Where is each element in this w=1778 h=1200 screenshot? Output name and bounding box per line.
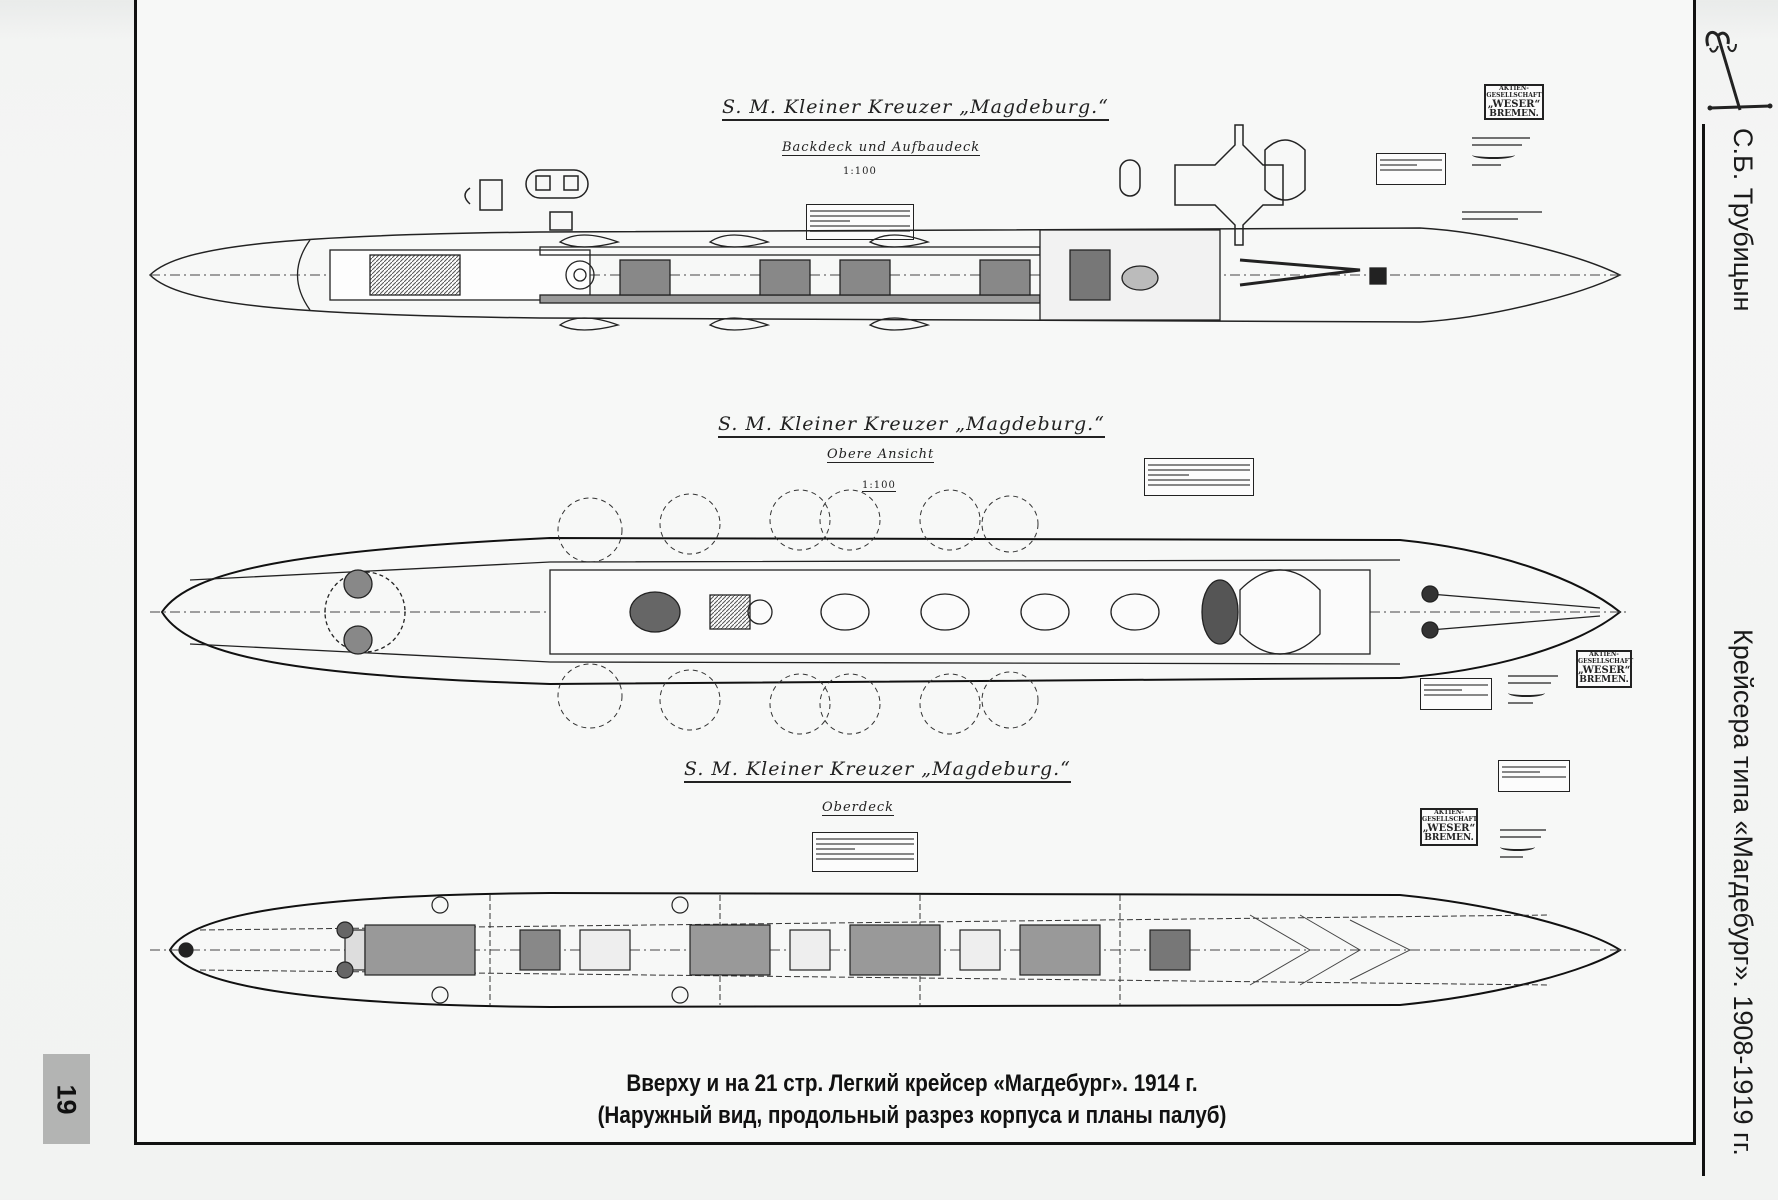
stamp-line: AKTIEN-GESELLSCHAFT [1422, 809, 1478, 823]
caption-line-1: Вверху и на 21 стр. Легкий крейсер «Магд… [626, 1070, 1198, 1097]
running-header-author: С.Б. Трубицын [1728, 128, 1758, 312]
drawing-3-subtitle: Oberdeck [822, 800, 895, 816]
shipyard-stamp: AKTIEN-GESELLSCHAFT „WESER“ BREMEN. [1576, 650, 1634, 688]
drawing-1-scale: 1:100 [843, 166, 877, 177]
boats [558, 234, 931, 331]
backdeck-plan-drawing [148, 124, 1622, 331]
drawing-3-title: S. M. Kleiner Kreuzer „Magdeburg.“ [684, 758, 1071, 783]
drawing-1-subtitle: Backdeck und Aufbaudeck [782, 140, 981, 156]
drawing-1-title: S. M. Kleiner Kreuzer „Magdeburg.“ [722, 96, 1109, 121]
caption-line-2: (Наружный вид, продольный разрез корпуса… [597, 1102, 1227, 1129]
stamp-line: BREMEN. [1579, 675, 1629, 686]
shipyard-stamp: AKTIEN-GESELLSCHAFT „WESER“ BREMEN. [1484, 84, 1544, 120]
stamp-line: AKTIEN-GESELLSCHAFT [1486, 85, 1542, 99]
stamp-line: „WESER“ [1422, 823, 1476, 835]
stamp-line: „WESER“ [1578, 665, 1631, 677]
drawing-2-scale: 1:100 [862, 480, 896, 492]
drawing-2-title: S. M. Kleiner Kreuzer „Magdeburg.“ [718, 413, 1105, 438]
signature-block [1472, 132, 1544, 171]
page-number: 19 [51, 1083, 82, 1115]
oberdeck-plan-drawing [150, 891, 1630, 1009]
boat-davit-arcs [557, 489, 1039, 735]
margin-rule [1702, 124, 1705, 1176]
approval-note [812, 832, 918, 872]
stamp-line: AKTIEN-GESELLSCHAFT [1578, 651, 1634, 665]
approval-stamp [1498, 760, 1570, 792]
stamp-line: BREMEN. [1424, 833, 1474, 844]
detail-sketch [464, 124, 1306, 246]
stamp-line: BREMEN. [1489, 109, 1539, 120]
signature-block [1508, 670, 1570, 709]
running-header-title: Крейсера типа «Магдебург». 1908-1919 гг. [1728, 629, 1758, 1156]
signature-block [1500, 824, 1558, 863]
top-view-drawing [150, 489, 1630, 735]
approval-note [1144, 458, 1254, 496]
approval-stamp [1420, 678, 1492, 710]
signature-block [1462, 206, 1542, 225]
approval-stamp [1376, 153, 1446, 185]
stamp-line: „WESER“ [1487, 99, 1541, 111]
anchor-icon [1705, 30, 1773, 111]
shipyard-stamp: AKTIEN-GESELLSCHAFT „WESER“ BREMEN. [1420, 808, 1478, 846]
figure-caption: Вверху и на 21 стр. Легкий крейсер «Магд… [243, 1068, 1581, 1132]
drawing-2-subtitle: Obere Ansicht [827, 447, 935, 463]
page-number-tab: 19 [43, 1054, 90, 1144]
